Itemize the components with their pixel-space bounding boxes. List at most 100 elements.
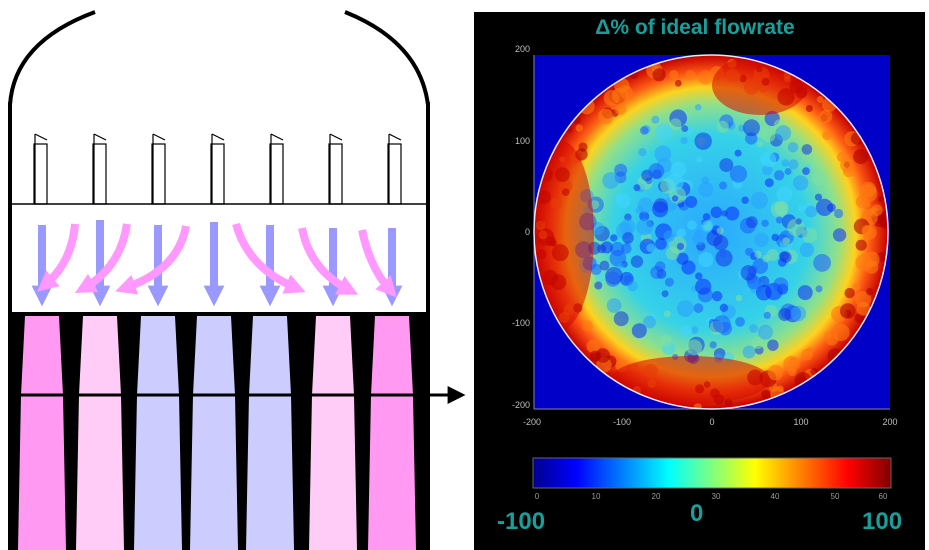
flow-speckle <box>856 301 871 316</box>
x-tick-label: -200 <box>522 417 541 427</box>
scale-min-label: -100 <box>497 508 546 535</box>
flow-speckle <box>606 298 622 313</box>
downcomer-pipe <box>309 316 357 550</box>
curved-flow-arrow <box>298 227 359 295</box>
flow-speckle <box>771 233 779 242</box>
flow-speckle <box>630 255 644 268</box>
flow-speckle <box>799 242 815 258</box>
nozzle <box>92 133 107 205</box>
flow-speckle <box>795 218 802 225</box>
flow-speckle <box>698 252 714 268</box>
tower-dome-right <box>344 10 430 106</box>
flow-speckle <box>719 158 734 173</box>
flow-speckle <box>757 324 773 340</box>
flow-speckle <box>648 163 665 180</box>
flow-speckle <box>784 168 792 175</box>
flow-speckle <box>756 140 764 148</box>
flow-speckle <box>761 219 769 227</box>
flow-speckle <box>790 305 807 322</box>
downcomer-pipe <box>190 316 238 550</box>
flow-speckle <box>788 367 797 377</box>
flow-speckle <box>767 339 779 351</box>
flow-speckle <box>778 308 792 321</box>
flow-speckle <box>581 320 593 332</box>
flow-speckle <box>619 219 636 235</box>
flow-speckle <box>775 125 792 141</box>
flow-speckle <box>719 181 728 190</box>
flow-speckle <box>693 303 704 314</box>
x-tick-label: 0 <box>709 417 715 427</box>
flow-speckle <box>646 243 656 253</box>
flow-speckle <box>763 311 771 319</box>
flow-speckle <box>661 290 669 298</box>
flow-speckle <box>816 96 824 103</box>
colorbar <box>532 457 892 489</box>
flow-speckle <box>767 364 784 381</box>
x-tick-label: 100 <box>793 417 809 427</box>
nozzle <box>328 133 343 205</box>
flow-speckle <box>669 69 679 80</box>
high-flow-zone <box>610 356 770 404</box>
curved-flow-arrow <box>37 223 79 292</box>
flow-speckle <box>643 315 656 329</box>
flow-speckle <box>640 126 649 135</box>
flow-speckle <box>624 213 632 221</box>
flow-speckle <box>639 211 650 222</box>
flow-speckle <box>793 175 809 191</box>
flow-speckle <box>815 285 823 293</box>
nozzle <box>210 133 225 205</box>
x-tick-label: 200 <box>882 417 898 427</box>
flow-speckle <box>866 288 874 296</box>
flow-speckle <box>627 281 638 292</box>
flow-speckle <box>762 164 773 176</box>
flow-speckle <box>617 262 624 269</box>
flow-speckle <box>712 291 723 302</box>
flow-speckle <box>652 68 666 82</box>
flowrate-panel <box>474 12 925 550</box>
downcomer-pipe <box>246 316 294 550</box>
flow-speckle <box>879 217 888 230</box>
flow-speckle <box>774 170 785 181</box>
flow-speckle <box>756 284 772 301</box>
flow-speckle <box>764 178 774 188</box>
downcomer-pipe <box>76 316 124 550</box>
flow-speckle <box>735 316 745 327</box>
flow-speckle <box>605 271 621 287</box>
downcomer-pipes <box>18 316 416 550</box>
flow-speckle <box>776 186 793 203</box>
flow-speckle <box>779 251 790 262</box>
y-tick-label: 200 <box>514 44 530 54</box>
flow-speckle <box>788 159 799 170</box>
flow-speckle <box>695 272 703 280</box>
nozzle <box>269 133 284 205</box>
flow-speckle <box>610 234 618 242</box>
flow-speckle <box>575 124 583 132</box>
curved-flow-arrow <box>115 225 190 295</box>
colorbar-tick-label: 10 <box>591 492 601 501</box>
flow-speckle <box>694 132 712 150</box>
flow-speckle <box>719 250 727 258</box>
flow-speckle <box>613 311 629 327</box>
flow-speckle <box>844 287 855 299</box>
flow-speckle <box>622 232 634 244</box>
flow-speckle <box>600 241 613 254</box>
flow-speckle <box>797 285 813 301</box>
flow-speckle <box>740 265 756 281</box>
flow-speckle <box>819 109 833 123</box>
flow-speckle <box>594 281 603 290</box>
flow-speckle <box>864 201 871 208</box>
flow-speckle <box>669 118 682 130</box>
flow-speckle <box>741 196 749 204</box>
flow-speckle <box>676 242 685 250</box>
flow-speckle <box>695 104 702 111</box>
flow-speckle <box>690 326 699 334</box>
flow-speckle <box>674 79 682 87</box>
flow-speckle <box>679 324 692 338</box>
flow-speckle <box>840 303 856 319</box>
curved-flow-arrow <box>358 229 397 298</box>
flow-speckle <box>670 161 687 177</box>
flow-speckle <box>687 220 697 231</box>
colorbar-tick-label: 0 <box>534 492 540 501</box>
flow-speckle <box>685 70 696 81</box>
high-flow-zone <box>534 140 594 330</box>
